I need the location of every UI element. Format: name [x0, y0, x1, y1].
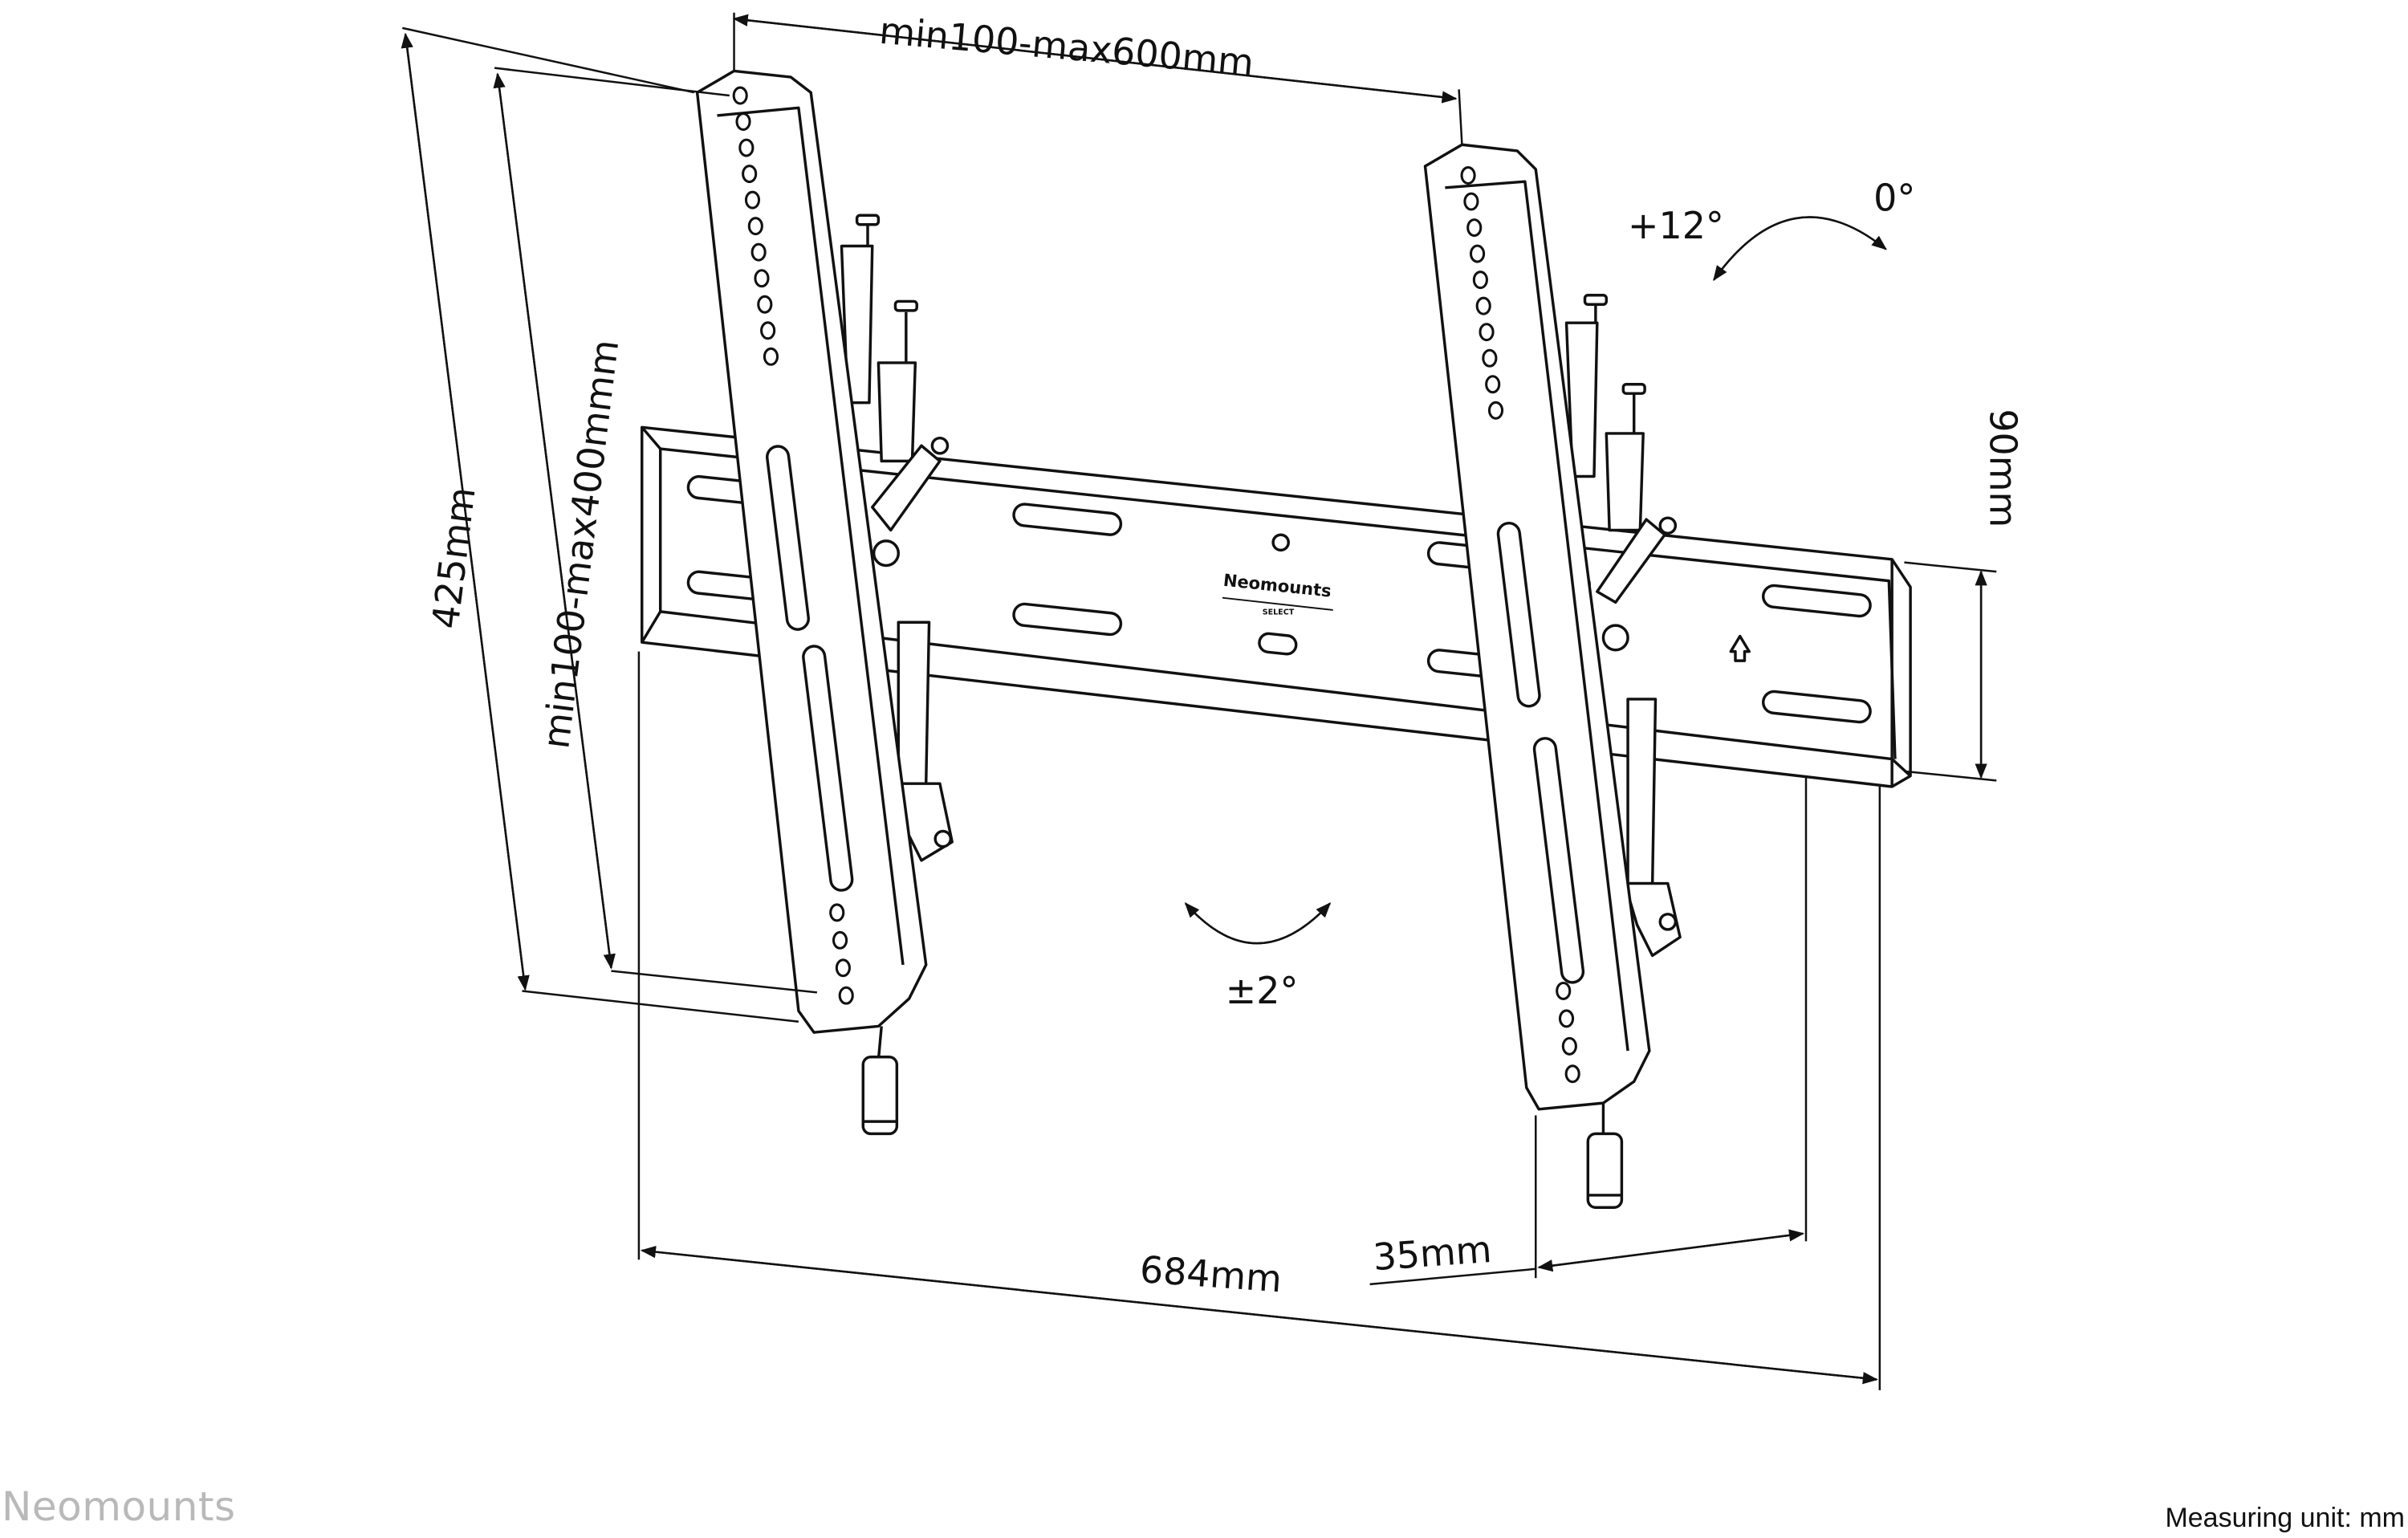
vesa-vertical-label: min100-max400mmm [534, 337, 627, 751]
left-bracket [695, 69, 954, 1136]
tilt-forward-label: +12° [1628, 204, 1724, 247]
height-total-label: 425mm [423, 485, 483, 631]
width-total-label: 684mm [1138, 1247, 1283, 1300]
plate-logo-line: SELECT [1263, 608, 1295, 617]
footer-brand-logo: Neomounts [2, 1483, 236, 1530]
measuring-unit-note: Measuring unit: mm [2165, 1503, 2405, 1533]
dimension-lines [401, 12, 1997, 1390]
rail-height-label: 90mm [1982, 409, 2025, 527]
right-bracket [1423, 143, 1682, 1209]
wall-distance-label: 35mm [1372, 1227, 1493, 1279]
tilt-zero-label: 0° [1873, 177, 1915, 220]
level-adjust-label: ±2° [1226, 969, 1299, 1012]
vesa-horizontal-label: min100-max600mm [877, 9, 1255, 85]
angle-labels: +12° 0° ±2° [1226, 177, 1916, 1012]
